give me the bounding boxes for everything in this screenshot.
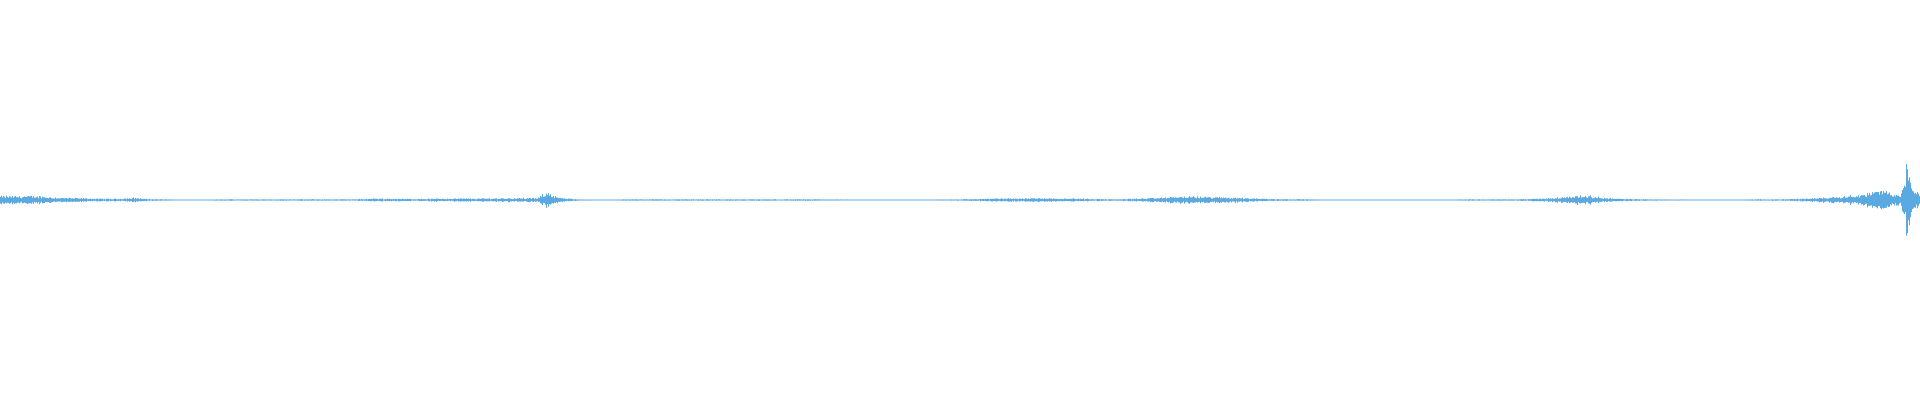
waveform-amplitude-bars	[0, 164, 1920, 236]
